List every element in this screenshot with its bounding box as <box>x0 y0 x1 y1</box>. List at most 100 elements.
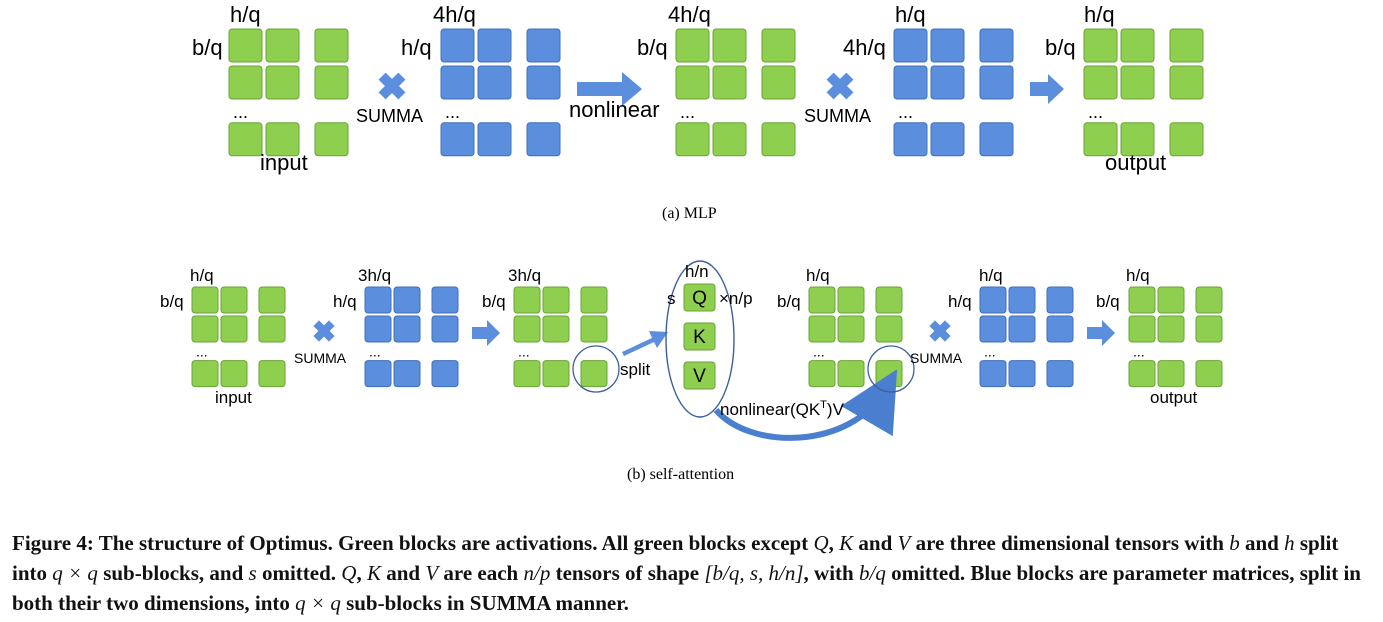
parameter-block <box>1046 286 1074 314</box>
activation-block <box>808 286 836 314</box>
activation-block <box>761 122 796 157</box>
attn-nonlinear-label: nonlinear(QKT)V <box>720 399 845 419</box>
mlp-weight1-grid: ... <box>440 28 561 157</box>
activation-block <box>837 315 865 343</box>
activation-block <box>675 65 710 100</box>
mlp-w2-top-label: h/q <box>895 2 926 27</box>
activation-block <box>761 65 796 100</box>
attn-output-top-label: h/q <box>1126 266 1150 285</box>
activation-block <box>542 286 570 314</box>
activation-block <box>837 286 865 314</box>
mlp-w1-top-label: 4h/q <box>433 2 476 27</box>
parameter-block <box>431 360 459 388</box>
attn-context-grid: ... <box>808 286 903 388</box>
activation-block <box>220 286 248 314</box>
parameter-block <box>364 315 392 343</box>
attn-output-grid: ... <box>1128 286 1223 388</box>
split-block-ellipse <box>572 345 620 393</box>
ellipsis-label: ... <box>369 344 381 360</box>
mlp-output-left-label: b/q <box>1045 35 1076 60</box>
mlp-weight2-grid: ... <box>893 28 1014 157</box>
attn-split-label: split <box>620 360 651 379</box>
parameter-block <box>477 122 512 157</box>
attn-head-top-label: h/n <box>685 262 709 281</box>
mlp-subcaption: (a) MLP <box>662 205 717 222</box>
attn-output-left-label: b/q <box>1096 292 1120 311</box>
optimus-structure-figure: ... ... ... ... ... h/q b/q input 4h/q h… <box>160 2 1223 483</box>
ellipsis-label: ... <box>680 102 695 122</box>
activation-block <box>265 28 300 63</box>
parameter-block <box>393 315 421 343</box>
attn-qkv-grid: ... <box>513 286 608 388</box>
parameter-block <box>930 65 965 100</box>
activation-block <box>580 286 608 314</box>
activation-block <box>1083 28 1118 63</box>
v-label: V <box>693 366 706 387</box>
mlp-hidden-grid: ... <box>675 28 796 157</box>
activation-block <box>1128 286 1156 314</box>
activation-block <box>761 28 796 63</box>
parameter-block <box>477 65 512 100</box>
activation-block <box>220 315 248 343</box>
activation-block <box>875 286 903 314</box>
multiply-cross-icon <box>929 320 951 342</box>
parameter-block <box>979 65 1014 100</box>
activation-block <box>875 315 903 343</box>
activation-block <box>1120 65 1155 100</box>
activation-block <box>580 315 608 343</box>
attn-output-label: output <box>1150 388 1198 407</box>
activation-block <box>1195 360 1223 388</box>
nonlinear-arrow <box>577 72 642 106</box>
activation-block <box>712 65 747 100</box>
mlp-input-left-label: b/q <box>192 35 223 60</box>
activation-block <box>1195 315 1223 343</box>
mlp-w1-left-label: h/q <box>401 35 432 60</box>
attn-qkv-top-label: 3h/q <box>508 266 541 285</box>
ellipsis-label: ... <box>445 102 460 122</box>
activation-block <box>1120 28 1155 63</box>
activation-block <box>258 286 286 314</box>
activation-block <box>808 360 836 388</box>
attn-head-right-label: ×n/p <box>719 289 753 308</box>
multiply-cross-icon <box>313 320 335 342</box>
activation-block <box>191 315 219 343</box>
mlp-output-top-label: h/q <box>1084 2 1115 27</box>
multiply-cross-icon <box>826 72 854 100</box>
activation-block <box>1120 122 1155 157</box>
activation-block <box>675 122 710 157</box>
mlp-input-grid: ... <box>228 28 349 157</box>
mlp-summa-label-2: SUMMA <box>804 106 871 126</box>
activation-block <box>228 28 263 63</box>
mlp-nonlinear-label: nonlinear <box>569 97 660 122</box>
activation-block <box>513 286 541 314</box>
parameter-block <box>979 286 1007 314</box>
attn-subcaption: (b) self-attention <box>627 466 734 483</box>
attn-context-left-label: b/q <box>777 292 801 311</box>
activation-block <box>314 65 349 100</box>
mlp-summa-label-1: SUMMA <box>356 106 423 126</box>
activation-block <box>712 28 747 63</box>
k-block: K <box>683 322 716 351</box>
activation-block <box>1157 286 1185 314</box>
activation-block <box>513 360 541 388</box>
activation-block <box>712 122 747 157</box>
mlp-hidden-left-label: b/q <box>637 35 668 60</box>
q-block: Q <box>683 283 716 312</box>
activation-block <box>1128 315 1156 343</box>
context-block-ellipse <box>867 345 915 393</box>
ellipsis-label: ... <box>196 344 208 360</box>
activation-block <box>1169 122 1204 157</box>
attn-summa-label-2: SUMMA <box>910 350 963 366</box>
activation-block <box>513 315 541 343</box>
parameter-block <box>526 28 561 63</box>
qkv-arrow <box>472 320 500 346</box>
parameter-block <box>893 122 928 157</box>
parameter-block <box>364 286 392 314</box>
activation-block <box>1169 65 1204 100</box>
mlp-input-top-label: h/q <box>230 2 261 27</box>
ellipsis-label: ... <box>518 344 530 360</box>
split-arrow <box>622 331 668 356</box>
activation-block <box>875 360 903 388</box>
parameter-block <box>979 360 1007 388</box>
figure-caption: Figure 4: The structure of Optimus. Gree… <box>12 531 1361 615</box>
